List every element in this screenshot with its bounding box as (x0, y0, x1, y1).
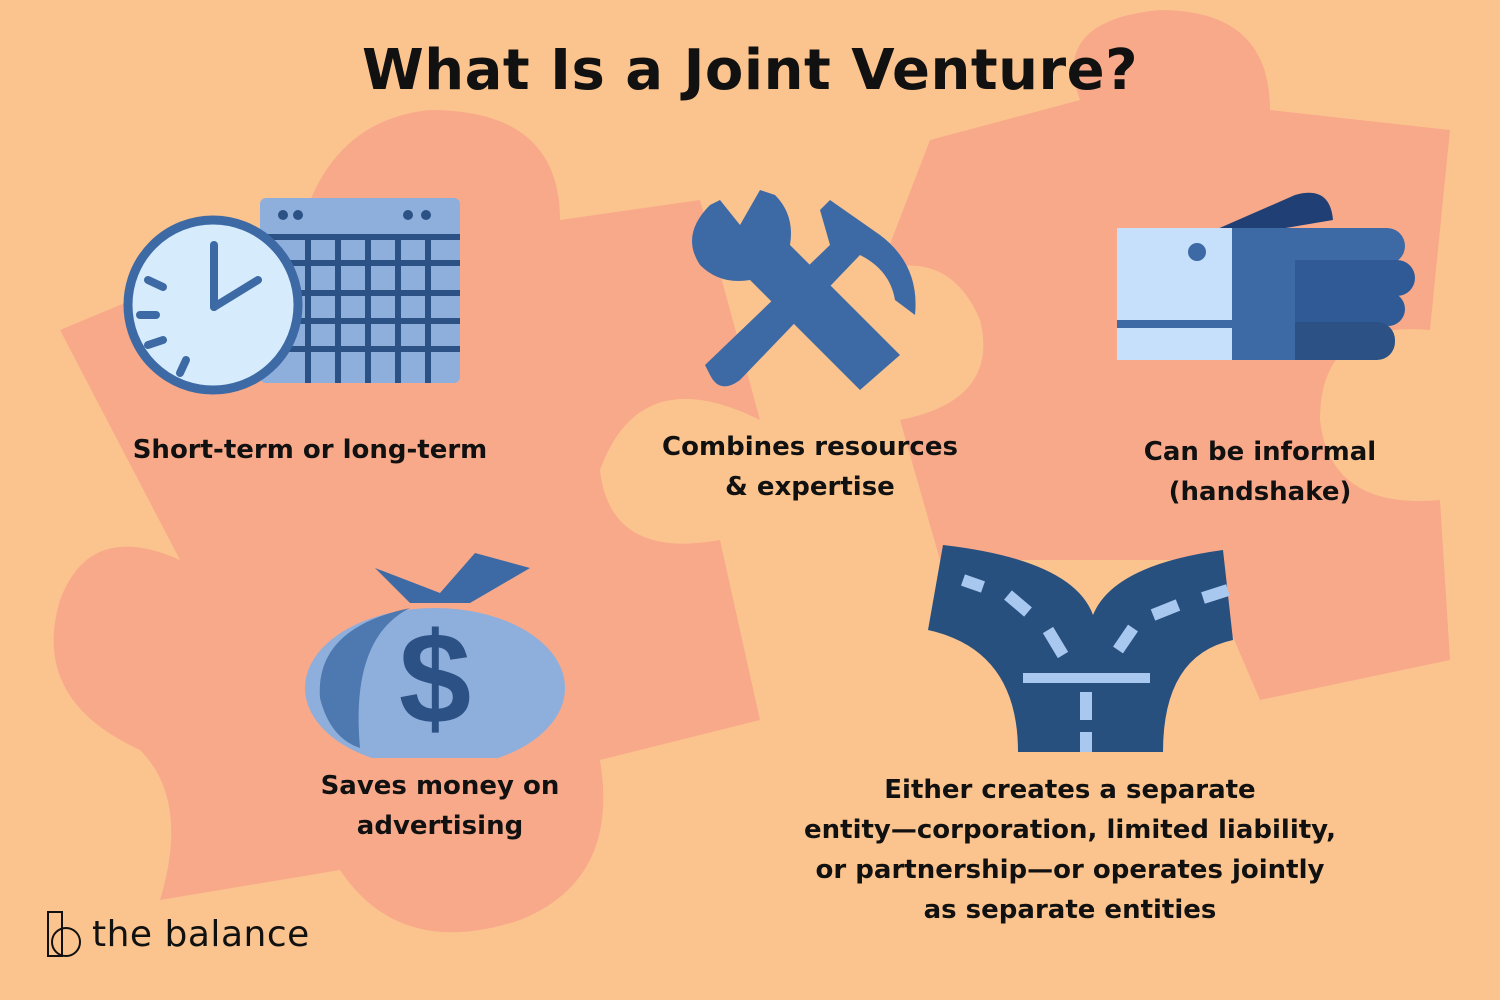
label-line: advertising (356, 811, 524, 841)
clock-calendar-icon (123, 198, 460, 395)
label-line: as separate entities (923, 895, 1217, 925)
handshake-hand-icon (1117, 192, 1415, 360)
label-line: or partnership—or operates jointly (815, 855, 1325, 885)
label-line: entity—corporation, limited liability, (804, 815, 1336, 845)
brand-name: the balance (92, 913, 310, 955)
balance-logo-icon (47, 911, 81, 957)
label-line: Saves money on (320, 771, 560, 801)
label-line: Combines resources (662, 432, 958, 462)
label-line: & expertise (725, 472, 895, 502)
svg-text:$: $ (399, 605, 471, 751)
page-title: What Is a Joint Venture? (361, 38, 1139, 103)
forking-road-icon (928, 545, 1233, 752)
brand-logo: the balance (46, 910, 310, 958)
money-bag-icon: $ (305, 553, 565, 758)
item-label-resources: Combines resources & expertise (600, 427, 1020, 507)
item-label-advertising: Saves money on advertising (240, 766, 640, 846)
item-label-duration: Short-term or long-term (132, 435, 488, 465)
label-line: Can be informal (1143, 437, 1377, 467)
wrench-hammer-icon (692, 190, 916, 390)
label-line: Either creates a separate (884, 775, 1256, 805)
item-label-informal: Can be informal (handshake) (1060, 432, 1460, 512)
label-line: (handshake) (1168, 477, 1352, 507)
item-label-entity: Either creates a separate entity—corpora… (720, 770, 1420, 930)
